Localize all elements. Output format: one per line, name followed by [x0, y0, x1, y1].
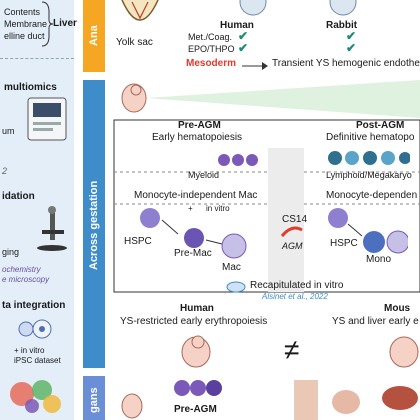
yolk-sac-label: Yolk sac — [116, 37, 153, 48]
multiomics-fragment: um — [2, 126, 15, 136]
post-agm-subtitle: Definitive hematopo — [326, 132, 415, 143]
ipsc-line-2: iPSC dataset — [14, 356, 61, 365]
organs-row — [121, 380, 418, 420]
microscope-icon — [37, 206, 67, 251]
organs-band-label: gans — [88, 387, 100, 413]
human-embryo-icon — [181, 335, 211, 368]
liver-label: Liver — [53, 18, 77, 29]
rabbit-epo-check-icon: ✔ — [346, 41, 357, 55]
gestation-band — [83, 80, 105, 368]
progenitor-cells — [218, 151, 410, 166]
pre-agm-subtitle: Early hematopoiesis — [152, 132, 243, 143]
histochem-line-1: ochemistry — [2, 265, 41, 274]
mono-label: Mono — [366, 254, 392, 265]
macrophage-lineages — [140, 208, 408, 259]
liver-brace — [41, 1, 54, 47]
liver-item-membrane: Membrane — [4, 19, 48, 29]
recapitulated-label: Recapitulated in vitro — [250, 280, 344, 291]
hspc-label-left: HSPC — [124, 236, 152, 247]
human-header: Human — [220, 20, 254, 31]
mouse-embryo-icon — [389, 336, 419, 368]
organs-band — [83, 376, 105, 420]
citation-label: Alsinet et al., 2022 — [262, 292, 328, 301]
post-agm-title: Post-AGM — [356, 120, 405, 131]
anatomy-band-label: Ana — [88, 25, 100, 47]
lymphoid-megakaryo-label: Lymphoid/Megakaryo — [326, 170, 412, 180]
human-epo-check-icon: ✔ — [238, 41, 249, 55]
sidebar-divider — [0, 58, 74, 59]
multiomics-title: multiomics — [4, 82, 57, 93]
myeloid-label: Myeloid — [188, 170, 220, 180]
sequencer-icon — [27, 97, 67, 141]
rabbit-header: Rabbit — [326, 20, 358, 31]
monocyte-dependent-label: Monocyte-dependen — [326, 190, 418, 201]
umap-icon — [10, 380, 61, 413]
mac-label: Mac — [222, 262, 241, 273]
ipsc-line-1: + in vitro — [14, 346, 45, 355]
agm-vessel-icon — [280, 226, 303, 237]
yolk-sac-illustration — [121, 0, 159, 21]
human-species-description: YS-restricted early erythropoiesis — [120, 316, 268, 327]
liver-item-contents: Contents — [4, 7, 41, 17]
in-vitro-note: in vitro — [206, 204, 230, 213]
human-met-check-icon: ✔ — [238, 29, 249, 43]
organs-pre-agm-label: Pre-AGM — [174, 404, 217, 415]
pre-agm-title: Pre-AGM — [178, 120, 221, 131]
species-circles — [239, 0, 357, 16]
plus-sign: + — [188, 204, 193, 213]
liver-contents-list: Contents Membrane elline duct — [4, 6, 47, 42]
anatomy-band — [83, 0, 105, 72]
mesoderm-label: Mesoderm — [186, 58, 237, 69]
pre-mac-label: Pre-Mac — [174, 248, 212, 259]
monocyte-independent-mac-label: Monocyte-independent Mac — [134, 190, 258, 201]
mesoderm-description: Transient YS hemogenic endothe — [272, 58, 420, 69]
mouse-species-description: YS and liver early e — [332, 316, 419, 327]
epo-thpo-row-label: EPO/THPO — [188, 44, 235, 54]
human-species-title: Human — [180, 303, 214, 314]
rabbit-met-check-icon: ✔ — [346, 29, 357, 43]
liver-item-bile-duct: elline duct — [4, 31, 45, 41]
cs14-label: CS14 — [282, 214, 308, 225]
mesoderm-arrow-icon — [242, 62, 268, 70]
histochem-text: ochemistry e microscopy — [2, 265, 49, 285]
not-equal-sign: ≠ — [284, 334, 300, 365]
met-coag-row-label: Met./Coag. — [188, 32, 233, 42]
ipsc-text: + in vitro iPSC dataset — [14, 346, 61, 366]
hspc-label-right: HSPC — [330, 238, 358, 249]
mouse-species-title: Mous — [384, 303, 411, 314]
integration-title: ta integration — [2, 300, 66, 311]
dataset-icon — [18, 319, 52, 339]
validation-title: idation — [2, 191, 35, 202]
petri-dish-icon — [226, 281, 246, 293]
number-fragment: 2 — [2, 166, 8, 176]
gestation-frame — [113, 119, 420, 293]
embryo-with-beam — [121, 80, 420, 118]
agm-label: AGM — [282, 241, 303, 251]
gestation-band-label: Across gestation — [88, 180, 100, 270]
histochem-line-2: e microscopy — [2, 275, 50, 284]
methods-sidebar — [0, 0, 74, 420]
imaging-fragment: ging — [2, 247, 20, 257]
